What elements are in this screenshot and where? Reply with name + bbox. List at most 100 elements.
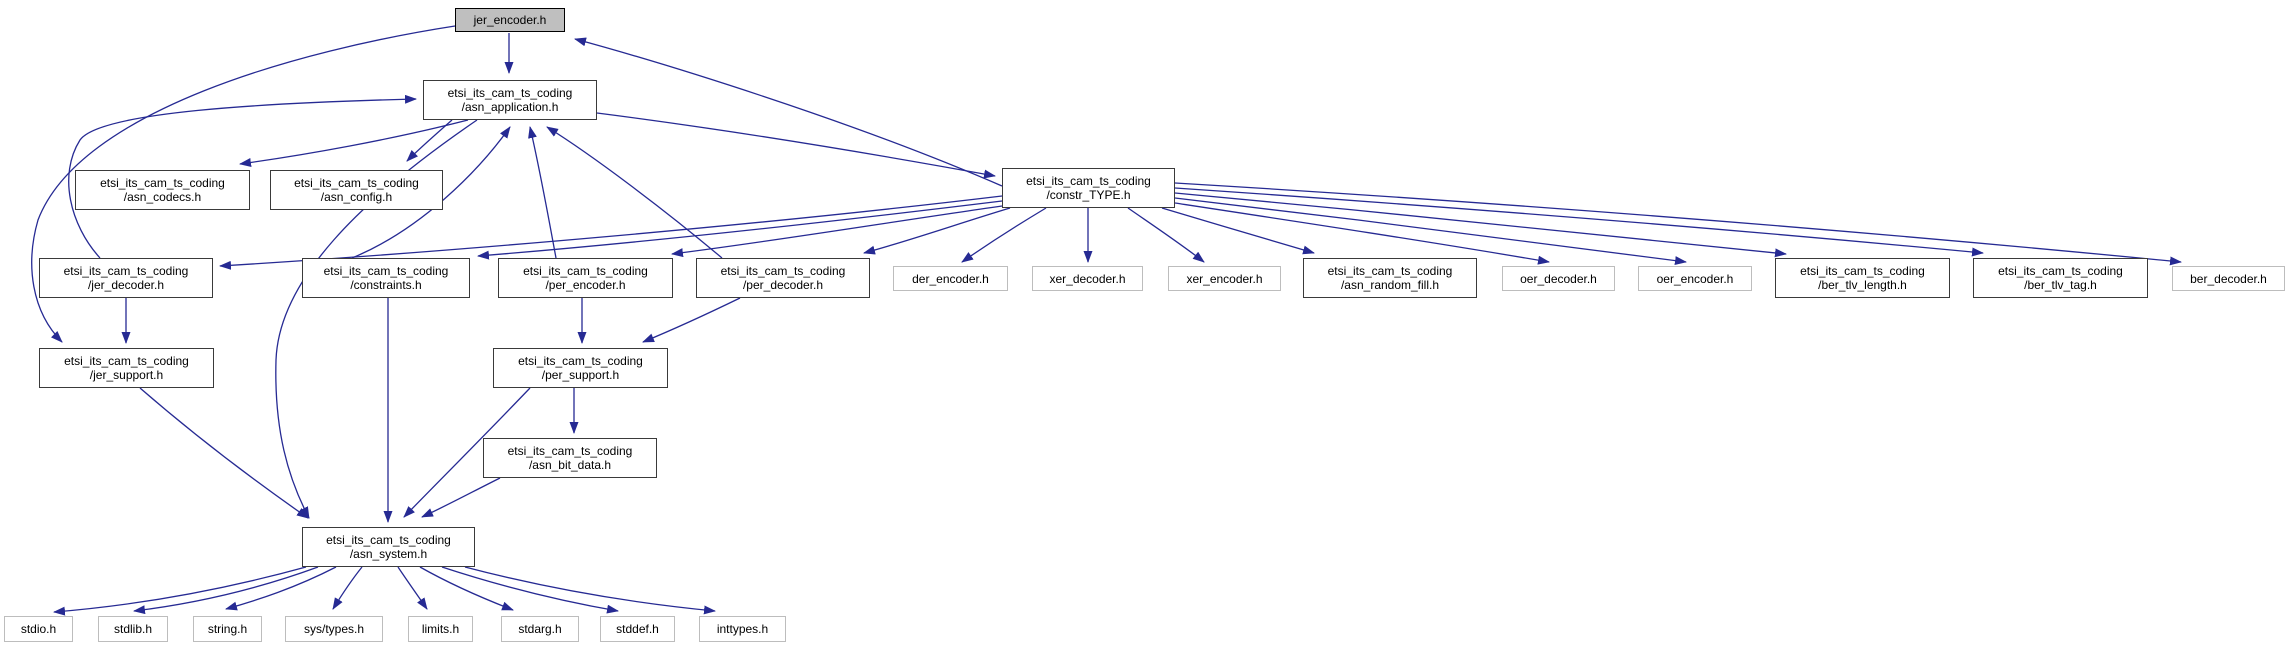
node-label: /constraints.h <box>350 278 422 292</box>
node-xer_decoder: xer_decoder.h <box>1032 266 1143 291</box>
edge-asn_application-to-constr_TYPE <box>596 112 996 179</box>
edge-asn_application-to-asn_codecs <box>239 119 469 167</box>
node-constraints[interactable]: etsi_its_cam_ts_coding/constraints.h <box>302 258 470 298</box>
node-label: etsi_its_cam_ts_coding <box>326 533 451 547</box>
node-string: string.h <box>193 616 262 642</box>
node-label: stdarg.h <box>518 622 562 636</box>
node-sys_types: sys/types.h <box>285 616 383 642</box>
edge-jer_decoder-to-asn_application <box>68 94 417 259</box>
node-label: etsi_its_cam_ts_coding <box>720 264 846 278</box>
node-label: /per_support.h <box>541 368 620 382</box>
node-stddef: stddef.h <box>600 616 675 642</box>
node-label: xer_decoder.h <box>1049 271 1126 286</box>
node-asn_bit_data[interactable]: etsi_its_cam_ts_coding/asn_bit_data.h <box>483 438 657 478</box>
node-label: /jer_support.h <box>89 368 164 382</box>
edge-constr_TYPE-to-der_encoder <box>961 207 1047 263</box>
node-label: etsi_its_cam_ts_coding <box>518 354 643 368</box>
node-constr_TYPE[interactable]: etsi_its_cam_ts_coding/constr_TYPE.h <box>1002 168 1175 208</box>
node-label: /asn_config.h <box>320 190 393 204</box>
node-label: etsi_its_cam_ts_coding <box>294 176 419 190</box>
node-limits: limits.h <box>408 616 473 642</box>
node-asn_random_fill[interactable]: etsi_its_cam_ts_coding/asn_random_fill.h <box>1303 258 1477 298</box>
node-label: /asn_bit_data.h <box>528 458 612 472</box>
node-label: /asn_random_fill.h <box>1340 278 1440 292</box>
edge-asn_bit_data-to-asn_system <box>421 477 501 518</box>
node-label: oer_encoder.h <box>1656 271 1734 286</box>
edge-constr_TYPE-to-ber_tlv_length <box>1174 192 1787 258</box>
node-stdarg: stdarg.h <box>501 616 579 642</box>
edge-asn_system-to-stdarg <box>419 566 514 611</box>
edge-per_encoder-to-asn_application <box>528 126 557 259</box>
node-label: oer_decoder.h <box>1520 271 1597 286</box>
edge-asn_system-to-stdlib <box>133 566 319 615</box>
edge-constr_TYPE-to-oer_encoder <box>1174 197 1687 265</box>
node-der_encoder: der_encoder.h <box>893 266 1008 291</box>
edge-constr_TYPE-to-jer_encoder <box>574 37 1003 187</box>
node-jer_encoder[interactable]: jer_encoder.h <box>455 8 565 32</box>
node-label: /asn_system.h <box>349 547 428 561</box>
node-asn_codecs[interactable]: etsi_its_cam_ts_coding/asn_codecs.h <box>75 170 250 210</box>
edge-constr_TYPE-to-per_decoder <box>863 207 1011 255</box>
edge-per_support-to-asn_system <box>403 387 531 518</box>
edge-constr_TYPE-to-ber_decoder <box>1174 182 2182 266</box>
edge-constr_TYPE-to-asn_random_fill <box>1161 207 1315 255</box>
node-asn_system[interactable]: etsi_its_cam_ts_coding/asn_system.h <box>302 527 475 567</box>
node-label: jer_encoder.h <box>473 13 547 27</box>
edge-asn_system-to-limits <box>397 566 428 610</box>
node-label: etsi_its_cam_ts_coding <box>507 444 633 458</box>
node-jer_decoder[interactable]: etsi_its_cam_ts_coding/jer_decoder.h <box>39 258 213 298</box>
node-label: etsi_its_cam_ts_coding <box>447 86 573 100</box>
node-label: etsi_its_cam_ts_coding <box>1998 264 2123 278</box>
node-label: stddef.h <box>616 622 659 636</box>
node-label: /per_encoder.h <box>545 278 626 292</box>
node-xer_encoder: xer_encoder.h <box>1168 266 1281 291</box>
edge-asn_application-to-asn_config <box>406 119 453 162</box>
node-ber_tlv_tag[interactable]: etsi_its_cam_ts_coding/ber_tlv_tag.h <box>1973 258 2148 298</box>
node-label: /asn_codecs.h <box>123 190 202 204</box>
node-label: /jer_decoder.h <box>87 278 165 292</box>
node-label: string.h <box>207 622 248 636</box>
node-label: etsi_its_cam_ts_coding <box>323 264 449 278</box>
node-oer_encoder: oer_encoder.h <box>1638 266 1752 291</box>
edge-asn_system-to-string <box>225 566 337 611</box>
node-ber_tlv_length[interactable]: etsi_its_cam_ts_coding/ber_tlv_length.h <box>1775 258 1950 298</box>
edge-asn_system-to-stdio <box>53 566 307 616</box>
node-per_support[interactable]: etsi_its_cam_ts_coding/per_support.h <box>493 348 668 388</box>
node-label: sys/types.h <box>303 622 365 636</box>
node-ber_decoder: ber_decoder.h <box>2172 266 2285 291</box>
edge-asn_system-to-stddef <box>441 566 619 614</box>
edge-constr_TYPE-to-ber_tlv_tag <box>1174 187 1984 257</box>
node-label: ber_decoder.h <box>2190 271 2267 286</box>
node-label: /asn_application.h <box>461 100 559 114</box>
node-label: etsi_its_cam_ts_coding <box>1026 174 1151 188</box>
node-oer_decoder: oer_decoder.h <box>1502 266 1615 291</box>
node-label: etsi_its_cam_ts_coding <box>63 264 189 278</box>
node-stdio: stdio.h <box>4 616 73 642</box>
node-label: etsi_its_cam_ts_coding <box>1800 264 1925 278</box>
node-asn_config[interactable]: etsi_its_cam_ts_coding/asn_config.h <box>270 170 443 210</box>
edge-asn_system-to-inttypes <box>464 566 716 615</box>
edge-constr_TYPE-to-constraints <box>477 200 1003 260</box>
node-label: etsi_its_cam_ts_coding <box>1327 264 1453 278</box>
node-inttypes: inttypes.h <box>699 616 786 642</box>
edge-per_decoder-to-per_support <box>642 297 741 343</box>
node-per_decoder[interactable]: etsi_its_cam_ts_coding/per_decoder.h <box>696 258 870 298</box>
node-label: /per_decoder.h <box>742 278 824 292</box>
edge-jer_encoder-to-jer_support <box>31 25 456 343</box>
node-label: /ber_tlv_length.h <box>1818 278 1907 292</box>
node-label: stdio.h <box>20 622 57 636</box>
node-label: etsi_its_cam_ts_coding <box>100 176 225 190</box>
node-asn_application[interactable]: etsi_its_cam_ts_coding/asn_application.h <box>423 80 597 120</box>
edge-per_decoder-to-asn_application <box>546 126 723 259</box>
node-stdlib: stdlib.h <box>98 616 168 642</box>
node-jer_support[interactable]: etsi_its_cam_ts_coding/jer_support.h <box>39 348 214 388</box>
edge-asn_system-to-sys_types <box>332 566 363 610</box>
node-label: der_encoder.h <box>912 271 989 286</box>
edge-constraints-to-asn_application <box>351 126 511 259</box>
node-label: etsi_its_cam_ts_coding <box>523 264 648 278</box>
node-label: inttypes.h <box>716 622 769 636</box>
node-per_encoder[interactable]: etsi_its_cam_ts_coding/per_encoder.h <box>498 258 673 298</box>
node-label: /ber_tlv_tag.h <box>2024 278 2097 292</box>
